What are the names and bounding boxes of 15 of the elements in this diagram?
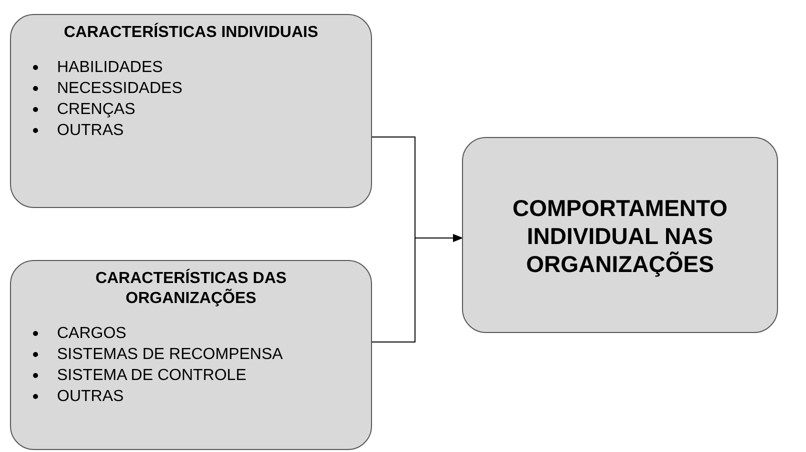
list-item: SISTEMAS DE RECOMPENSA <box>57 346 283 363</box>
rounded-box <box>10 14 372 208</box>
list-item: CRENÇAS <box>57 101 136 118</box>
list-item: OUTRAS <box>57 122 124 139</box>
box-heading: CARACTERÍSTICAS INDIVIDUAIS <box>62 23 320 43</box>
list-item: OUTRAS <box>57 388 124 405</box>
box-title: COMPORTAMENTO INDIVIDUAL NAS ORGANIZAÇÕES <box>511 194 729 278</box>
list-item: NECESSIDADES <box>57 80 182 97</box>
connector-arrow <box>372 234 463 342</box>
rounded-box <box>462 137 778 333</box>
list-item: SISTEMA DE CONTROLE <box>57 367 246 384</box>
list-item: CARGOS <box>57 325 126 342</box>
box-heading: CARACTERÍSTICAS DAS ORGANIZAÇÕES <box>94 269 288 309</box>
list-item: HABILIDADES <box>57 59 163 76</box>
rounded-box <box>10 260 372 450</box>
